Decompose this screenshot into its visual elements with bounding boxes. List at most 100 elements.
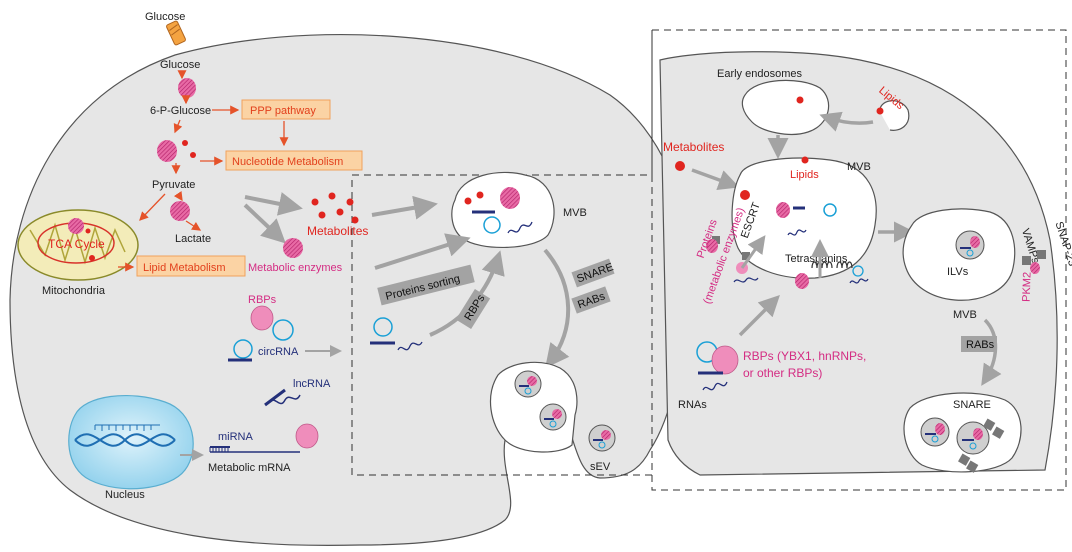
- sev-vesicle: [514, 370, 542, 398]
- pkm2-label: PKM2: [1021, 272, 1034, 302]
- nucleotide-metabolism-box: [225, 150, 363, 171]
- enzyme-hexokinase: [178, 78, 196, 98]
- escrt-complex: [712, 236, 720, 244]
- lipid-metabolism-box: [136, 255, 246, 277]
- ilv-vesicle: [955, 230, 985, 260]
- rbp-rna-complex-icon: [696, 341, 739, 391]
- rbp-mrna-icon: [295, 423, 319, 449]
- release-vesicle-docking: [956, 418, 1005, 473]
- protein-rna-strand: [733, 277, 759, 283]
- mvb-metabolite: [464, 197, 472, 205]
- rabs-right-label: RABs: [966, 339, 995, 351]
- lncrna-strand: [264, 388, 286, 407]
- metabolites-right-label: Metabolites: [663, 140, 724, 154]
- membrane-lipid: [876, 107, 884, 115]
- arrow-pyruvate-mito: [139, 193, 166, 221]
- mvb-lncrna: [507, 221, 533, 234]
- ppp-pathway-label: PPP pathway: [250, 105, 316, 117]
- snap23-label: SNAP-23: [1053, 220, 1072, 267]
- sev-vesicle: [539, 403, 567, 431]
- mvb-lipid: [801, 156, 809, 164]
- rbps-line1-label: RBPs (YBX1, hnRNPs,: [743, 349, 866, 363]
- arrow-metabolite-mvb: [691, 168, 740, 191]
- tetraspanin-rna: [849, 278, 869, 284]
- tetraspanin-circrna: [852, 265, 864, 277]
- tetraspanin-enzyme: [795, 273, 809, 289]
- right-cell-membrane: [659, 51, 1058, 476]
- tca-cycle-label: TCA Cycle: [48, 237, 105, 251]
- nucleus-label: Nucleus: [105, 489, 145, 501]
- arrow-pyruvate-enzyme3: [173, 190, 183, 202]
- mvb-circrna-right: [823, 203, 837, 217]
- rbp-icon: [250, 305, 274, 331]
- endosome-lipid: [796, 96, 804, 104]
- enzyme-ldh: [170, 201, 190, 221]
- lncrna-label: lncRNA: [293, 378, 331, 390]
- rbps-label: RBPs: [248, 294, 277, 306]
- tetraspanins-label: Tetraspanins: [785, 253, 848, 265]
- mirna-label: miRNA: [218, 431, 253, 443]
- rnas-label: RNAs: [678, 399, 707, 411]
- ppp-pathway-box: [241, 99, 331, 120]
- mvb-top-label: MVB: [847, 161, 871, 173]
- arrow-rbps-mvb: [738, 295, 780, 337]
- metabolite-dots-cluster: [311, 192, 359, 224]
- right-cell-invagination: [879, 100, 910, 131]
- lactate-label: Lactate: [175, 233, 211, 245]
- mitochondria-label: Mitochondria: [42, 285, 106, 297]
- mvb-right: [731, 157, 877, 279]
- rbps-line2-label: or other RBPs): [743, 366, 822, 380]
- mvb-bottom-label: MVB: [953, 309, 977, 321]
- rbps-arrow-tag: [455, 288, 491, 330]
- mitochondria-icon: [17, 209, 139, 281]
- metabolic-enzymes-label: Metabolic enzymes: [248, 262, 343, 274]
- pkm2-enzyme: [1030, 262, 1040, 274]
- escrt-complex-2: [742, 252, 750, 260]
- early-endosomes-label: Early endosomes: [717, 68, 802, 80]
- arrow-to-enzymes: [243, 203, 286, 244]
- vamp-complex: [1022, 256, 1031, 265]
- arrow-to-metabolites: [244, 192, 303, 216]
- metabolite-dot: [182, 140, 188, 146]
- mvb-enzyme: [500, 187, 520, 209]
- metabolites-label: Metabolites: [307, 224, 368, 238]
- circrna-bound-icon: [272, 319, 294, 341]
- early-endosome: [741, 79, 830, 135]
- arrow-membrane-endosome: [819, 111, 874, 132]
- arrow-mvb-sev: [543, 248, 571, 369]
- rna-pair-icon: [370, 317, 423, 351]
- glucose-label: Glucose: [160, 59, 200, 71]
- arrow-enzyme3-lactate: [185, 220, 202, 231]
- arrow-6pg-enzyme2: [173, 119, 183, 134]
- lipid-metabolism-label: Lipid Metabolism: [143, 262, 226, 274]
- circrna-label: circRNA: [258, 346, 299, 358]
- glucose-input-label: Glucose: [145, 11, 185, 23]
- mvb-enzyme-right: [776, 202, 790, 218]
- ilvs-label: ILVs: [947, 266, 969, 278]
- lipids-mvb-label: Lipids: [790, 169, 819, 181]
- lncrna-icon: [269, 394, 301, 405]
- snare-tag: [571, 258, 615, 288]
- arrow-metabolites-mvb: [371, 195, 438, 220]
- metabolic-mrna-label: Metabolic mRNA: [208, 462, 291, 474]
- metabolite-dot: [675, 161, 685, 171]
- release-vesicle: [920, 417, 950, 447]
- mirna-mrna-icon: [209, 446, 300, 453]
- proteins-sorting-tag: [377, 264, 475, 306]
- rabs-right-tag: [961, 336, 997, 352]
- mvb-circrna: [483, 216, 501, 234]
- mvb-label: MVB: [563, 207, 587, 219]
- arrow-proteins-sorting: [374, 233, 471, 270]
- snare-right-label: SNARE: [953, 399, 991, 411]
- glucose-transporter-icon: [166, 20, 186, 46]
- sev-label: sEV: [590, 461, 611, 473]
- nucleotide-metabolism-label: Nucleotide Metabolism: [232, 156, 343, 168]
- metabolic-enzyme-icon: [283, 238, 303, 258]
- mvb-ilvs: [902, 208, 1016, 301]
- mvb-metabolite: [476, 191, 484, 199]
- tetraspanins-icon: [811, 261, 853, 269]
- mvb-metabolite: [740, 190, 750, 200]
- nucleus-icon: [68, 394, 194, 490]
- protein-enzyme: [706, 239, 718, 253]
